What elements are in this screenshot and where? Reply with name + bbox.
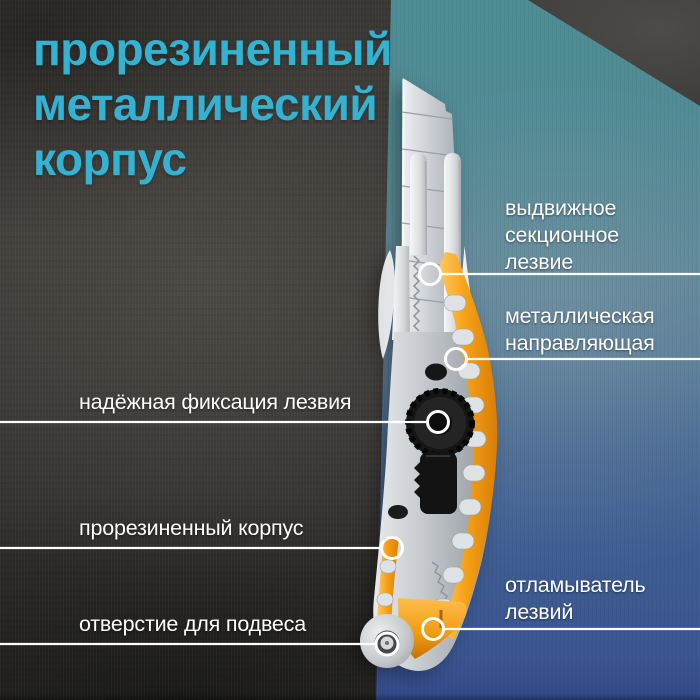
callout-hole <box>0 631 400 657</box>
callout-lock <box>0 410 450 434</box>
label-blade-lock: надёжная фиксация лезвия <box>79 390 352 414</box>
label-metal-guide: металлическая направляющая <box>505 304 655 355</box>
label-retractable-blade: выдвижное секционное лезвие <box>505 196 620 274</box>
page-title: прорезиненный металлический корпус <box>33 23 392 185</box>
callout-body <box>0 536 404 560</box>
knife-rubber-grip-right <box>432 252 498 640</box>
knife-slider <box>388 452 457 519</box>
knife-hanging-hole <box>360 614 414 668</box>
label-hanging-hole: отверстие для подвеса <box>79 612 306 636</box>
knife-lock-button <box>425 363 447 381</box>
label-rubber-body: прорезиненный корпус <box>79 516 304 540</box>
knife-clip <box>378 250 395 359</box>
callout-blade <box>418 262 700 286</box>
label-blade-snapper: отламыватель лезвий <box>505 573 646 624</box>
callout-snapper <box>421 617 700 641</box>
knife-blade-snapper <box>398 598 467 659</box>
callout-lines <box>0 262 700 657</box>
knife-lock-serration <box>392 246 421 340</box>
callout-guide <box>444 347 700 371</box>
background-bottom-shade <box>0 693 700 700</box>
